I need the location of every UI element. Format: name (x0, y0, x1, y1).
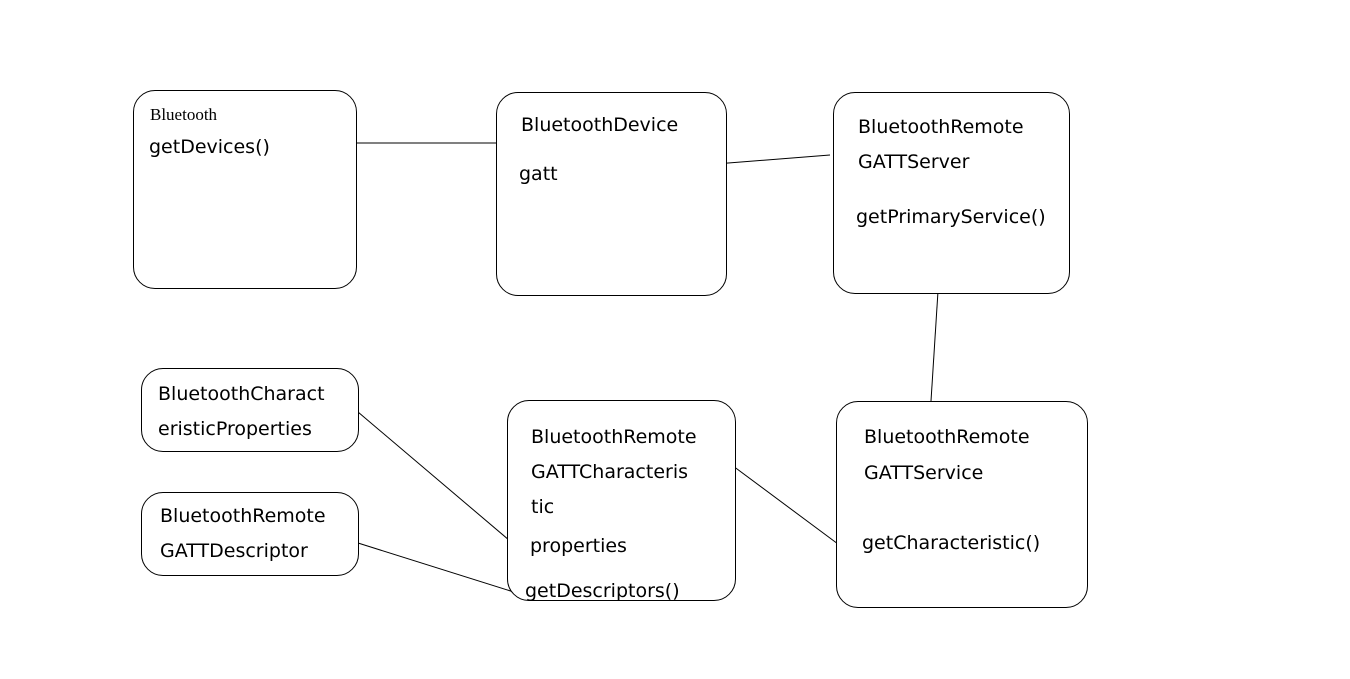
bluetooth-device-gatt-attribute: gatt (519, 163, 558, 185)
remote-gatt-characteristic-title-line3: tic (531, 496, 555, 518)
characteristic-properties-title-line1: BluetoothCharact (158, 383, 325, 405)
bluetooth-device-class-title: BluetoothDevice (521, 114, 679, 136)
remote-gatt-characteristic-get-descriptors-method: getDescriptors() (525, 580, 680, 602)
remote-gatt-service-title-line2: GATTService (864, 462, 984, 484)
bluetooth-class-box (133, 90, 357, 289)
bluetooth-device-class-box (496, 92, 727, 296)
remote-gatt-characteristic-title-line2: GATTCharacteris (531, 461, 688, 483)
remote-gatt-service-get-characteristic-method: getCharacteristic() (862, 532, 1041, 554)
remote-gatt-descriptor-class-box (141, 492, 359, 576)
connector-characteristic-to-gatt-service (728, 462, 839, 545)
connector-properties-to-characteristic-properties (357, 411, 517, 547)
remote-gatt-characteristic-properties-attribute: properties (530, 535, 627, 557)
connector-descriptors-to-gatt-descriptor (357, 542, 518, 594)
remote-gatt-characteristic-title-line1: BluetoothRemote (531, 426, 697, 448)
remote-gatt-descriptor-title-line2: GATTDescriptor (160, 540, 308, 562)
remote-gatt-server-class-box (833, 92, 1070, 294)
remote-gatt-service-class-box (836, 401, 1088, 608)
remote-gatt-characteristic-class-box (507, 400, 736, 601)
remote-gatt-descriptor-title-line1: BluetoothRemote (160, 505, 326, 527)
characteristic-properties-class-box (141, 368, 359, 452)
remote-gatt-server-title-line1: BluetoothRemote (858, 116, 1024, 138)
bluetooth-class-title: Bluetooth (150, 105, 218, 124)
remote-gatt-server-title-line2: GATTServer (858, 151, 970, 173)
remote-gatt-server-get-primary-service-method: getPrimaryService() (856, 206, 1046, 228)
bluetooth-get-devices-method: getDevices() (149, 136, 270, 158)
remote-gatt-service-title-line1: BluetoothRemote (864, 426, 1030, 448)
characteristic-properties-title-line2: eristicProperties (158, 418, 312, 440)
